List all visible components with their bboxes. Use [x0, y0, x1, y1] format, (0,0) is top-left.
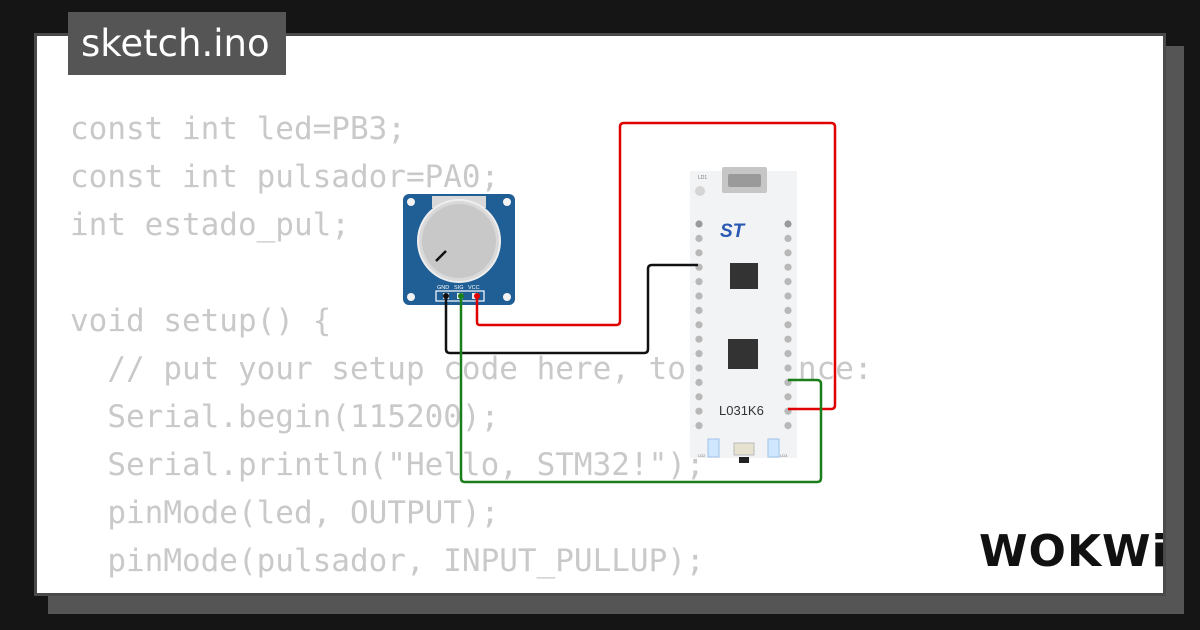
header-pin[interactable]	[784, 422, 792, 430]
code-line: }	[70, 585, 873, 593]
board-label: L031K6	[719, 403, 764, 418]
header-pin[interactable]	[695, 393, 703, 401]
header-pin[interactable]	[784, 220, 792, 228]
pin-label-sig: SIG	[454, 285, 463, 291]
header-pin[interactable]	[695, 321, 703, 329]
header-pin[interactable]	[695, 249, 703, 257]
wokwi-logo-icon: WOKWi	[979, 526, 1168, 577]
led-label: LD2	[698, 453, 706, 458]
header-pin[interactable]	[695, 335, 703, 343]
header-pin[interactable]	[695, 306, 703, 314]
led-label: LD1	[698, 175, 707, 181]
wire-signal[interactable]	[459, 296, 823, 484]
header-pin[interactable]	[695, 350, 703, 358]
header-pin[interactable]	[784, 393, 792, 401]
header-pin[interactable]	[695, 407, 703, 415]
header-pin[interactable]	[784, 306, 792, 314]
code-line: int estado_pul;	[70, 207, 350, 243]
code-editor: const int led=PB3; const int pulsador=PA0…	[70, 105, 873, 593]
reset-button-icon	[695, 186, 705, 196]
header-pin[interactable]	[695, 220, 703, 228]
file-tab[interactable]: sketch.ino	[68, 12, 286, 75]
header-pin[interactable]	[695, 292, 703, 300]
code-line: Serial.begin(115200);	[70, 399, 500, 435]
board-pcb	[690, 171, 797, 458]
pin-label-vcc: VCC	[468, 285, 480, 291]
header-pin[interactable]	[695, 278, 703, 286]
wire-end	[474, 293, 480, 299]
led-label: LD3	[780, 453, 788, 458]
led-icon	[707, 438, 720, 458]
header-pin[interactable]	[695, 422, 703, 430]
code-line: const int led=PB3;	[70, 111, 406, 147]
knob-indicator	[435, 250, 447, 262]
header-pin[interactable]	[784, 234, 792, 242]
st-logo-icon: ST	[720, 221, 746, 242]
wire-gnd[interactable]	[444, 263, 698, 355]
header-pins-left	[695, 220, 703, 430]
wire-end	[443, 293, 449, 299]
header-pin[interactable]	[784, 335, 792, 343]
code-line: pinMode(led, OUTPUT);	[70, 495, 500, 531]
header-pin[interactable]	[784, 350, 792, 358]
wire-vcc[interactable]	[475, 121, 837, 411]
mcu-chip	[728, 339, 758, 369]
header-pin[interactable]	[784, 321, 792, 329]
led-icon	[767, 438, 780, 458]
header-pin[interactable]	[695, 234, 703, 242]
stm32-nucleo-board[interactable]: LD1 ST L031K6 LD2 LD3	[690, 167, 797, 463]
header-pin[interactable]	[784, 364, 792, 372]
button-icon	[733, 442, 755, 456]
header-pin[interactable]	[695, 364, 703, 372]
chip-small	[730, 263, 758, 289]
code-line: pinMode(pulsador, INPUT_PULLUP);	[70, 543, 705, 579]
header-pin[interactable]	[695, 378, 703, 386]
header-pin[interactable]	[784, 278, 792, 286]
code-line: Serial.println("Hello, STM32!");	[70, 447, 705, 483]
header-pin[interactable]	[784, 249, 792, 257]
potentiometer[interactable]: GND SIG VCC	[403, 194, 515, 305]
header-pin[interactable]	[784, 292, 792, 300]
wire-end	[458, 293, 464, 299]
code-line: void setup() {	[70, 303, 332, 339]
preview-card: const int led=PB3; const int pulsador=PA0…	[34, 33, 1166, 596]
pin-label-gnd: GND	[437, 285, 449, 291]
header-pin[interactable]	[784, 263, 792, 271]
code-line: const int pulsador=PA0;	[70, 159, 500, 195]
header-pins-right	[784, 220, 792, 430]
